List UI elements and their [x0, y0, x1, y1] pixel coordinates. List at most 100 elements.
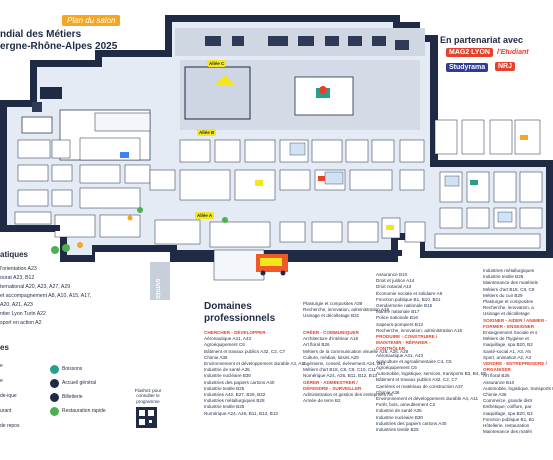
domain-item: Hôtellerie, restauration	[483, 423, 530, 429]
thematic-item: ourat A23, B12	[0, 275, 35, 281]
domain-item: Assurance B10	[376, 272, 408, 277]
domain-item: Industrie de santé A35	[204, 367, 250, 373]
domain-item: Administration et gestion des entreprise…	[303, 392, 393, 398]
title-line-2: ergne-Rhône-Alpes 2025	[0, 41, 118, 52]
domain-item: Art floral B26	[483, 373, 510, 379]
domain-item: Fonction publique B1, B10, B21	[376, 296, 441, 302]
domain-item: Agriculture et agroalimentaire C4, C5	[376, 358, 452, 364]
domain-group-heading: SOIGNER - AIDER / ANIMER - FORMER - ENSE…	[483, 317, 547, 329]
domain-item: Recherche, innovation, administration A1…	[376, 327, 463, 333]
domain-item: Économie sociale et solidaire A9	[376, 290, 443, 296]
domain-item: Industries métallurgiques	[483, 268, 535, 273]
thematic-item: l'orientation A23	[0, 266, 37, 272]
domain-item: Industrie textile B25	[204, 404, 245, 410]
plan-tag: Plan du salon	[62, 15, 121, 26]
thematic-item: A20, A21, A23	[0, 302, 33, 308]
legend-icon	[50, 364, 59, 374]
legend-item-left: e	[0, 362, 3, 369]
domains-heading: Domaines professionnels	[204, 301, 276, 324]
thematic-item: ntier Lyon Turin A22	[0, 311, 46, 317]
legend-item-left: urant	[0, 407, 12, 414]
domain-item: Industrie textile B25	[483, 274, 524, 280]
domain-item: maquillage, spa B20, B2	[483, 342, 533, 348]
partner-logo-nrj[interactable]: NRJ	[495, 62, 516, 71]
thematic-item: et accompagnement A8, A10, A15, A17,	[0, 293, 92, 299]
thematic-item: ternational A20, A23, A27, A29	[0, 284, 71, 290]
domain-group-heading: PRODUIRE - CONSTRUIRE / MAINTENIR - RÉPA…	[376, 334, 438, 352]
domain-item: Usinage et décolletage B31	[303, 313, 360, 319]
domain-item: Bâtiment et travaux publics A32, C2, C7	[204, 348, 286, 354]
qr-caption: Flashez pour consulter le programme	[134, 388, 162, 404]
domain-group-heading: GÉRER - ADMINISTRER / DÉFENDRE - SURVEIL…	[303, 379, 362, 391]
domain-item: Métiers de la communication visuelle A25…	[303, 348, 409, 354]
domain-group-heading: CRÉER - COMMUNIQUER	[303, 330, 359, 335]
left-panel-heading: atiques	[0, 250, 29, 259]
legend-item-left: e	[0, 377, 3, 384]
domain-item: maquillage, spa B20, B2	[483, 410, 533, 416]
entrance-label: ENTRÉE	[154, 279, 160, 300]
domain-item: Esthétique, coiffure, par	[483, 404, 532, 410]
domain-item: Métiers du cuir B29	[483, 292, 523, 298]
domain-item: Maintenance des matéri	[483, 429, 533, 435]
thematic-item: sport en action A2	[0, 320, 42, 326]
domain-item: Armée de terre B2	[303, 398, 341, 404]
domain-item: Industries des papiers cartons A40	[204, 379, 275, 385]
legend-item: Boissons	[50, 362, 106, 376]
legend-label: Restauration rapide	[62, 408, 106, 414]
legend-item-left: de-ique	[0, 392, 17, 399]
domain-item: Commerce, grande distr	[483, 398, 533, 404]
domain-item: Environnement et développement durable A…	[376, 396, 479, 402]
legend-label: Accueil général	[62, 380, 97, 386]
domain-item: Assurance B10	[483, 379, 515, 385]
qr-code[interactable]	[136, 407, 157, 428]
domain-item: Industrie de santé A35	[376, 408, 422, 414]
partner-logo-studyrama[interactable]: Studyrama	[446, 63, 489, 72]
domain-item: Recherche, innovation, administration A1…	[303, 307, 390, 313]
domain-item: Usinage et décolletage	[483, 311, 530, 317]
domain-item: Industries A42, B27, B29, B32	[204, 392, 266, 398]
domain-item: Chimie A36	[376, 389, 400, 395]
alley-label-c: Allée C	[207, 60, 227, 67]
domain-item: Industries métallurgiques B28	[204, 398, 265, 404]
legend-item: Accueil général	[50, 376, 106, 390]
legend-label: Billetterie	[62, 394, 83, 400]
domain-item: Agroéquipement C6	[376, 365, 417, 371]
domain-item: Industrie nucléaire B30	[204, 373, 251, 379]
title-line-1: ndial des Métiers	[0, 29, 82, 40]
partner-logo-letudiant[interactable]: l'Etudiant	[494, 48, 532, 57]
domain-item: Gendarmerie nationale B15	[376, 303, 433, 309]
domain-item: Forêt, bois, ameublement C2	[376, 402, 436, 408]
domain-item: Chimie A36	[204, 354, 228, 360]
domain-item: Fonction publique B1, B1	[483, 416, 535, 422]
domain-item: Automobile, logistique, transports B3, B…	[483, 385, 553, 391]
legend-item: Billetterie	[50, 390, 106, 404]
domain-item: Plasturgie et composites	[483, 299, 534, 305]
domain-item: Police nationale B16	[376, 315, 418, 321]
domain-item: Industrie textile B25	[204, 385, 245, 391]
partner-logo-mag2lyon[interactable]: MAG2 LYON	[446, 48, 493, 57]
domain-group-heading: VENDRE - ENTREPRENDRE / ORGANISER	[483, 361, 547, 373]
legend-item-left: de repos	[0, 422, 20, 429]
domain-item: Recherche, innovation, a	[483, 305, 534, 311]
domain-item: Maintenance des matériels	[483, 280, 538, 286]
legend-item: Restauration rapide	[50, 404, 106, 418]
domain-item: Culture, médias, loisirs A29	[303, 354, 359, 360]
domain-item: Industries textile B25	[376, 427, 419, 433]
domain-item: Plasturgie et composites A39	[303, 301, 363, 306]
domain-item: Numérique A24, A26, B11, B12, B13	[303, 373, 377, 379]
domain-item: Ingénierie, conseil, évènement A24, B14	[303, 361, 386, 367]
domain-item: Automobile, logistique, services, transp…	[376, 371, 487, 377]
alley-label-b: Allée B	[197, 129, 217, 136]
domain-item: Bâtiment et travaux publics A32, C2, C7	[376, 377, 458, 383]
domain-item: Métiers d'art B18, C8, C9, C10, C11	[303, 367, 377, 373]
domain-item: Aéronautique A41, A43	[376, 352, 423, 358]
legend-icon	[50, 378, 59, 388]
domain-item: Art floral B26	[303, 342, 330, 348]
domain-item: Numérique A24, A26, B11, B12, B13	[204, 410, 278, 416]
domain-item: Carrières et matériaux de construction A…	[376, 383, 464, 389]
domain-item: Métiers d'art B18, C8, C9	[483, 286, 535, 292]
domain-item: Agroéquipement C6	[204, 342, 245, 348]
